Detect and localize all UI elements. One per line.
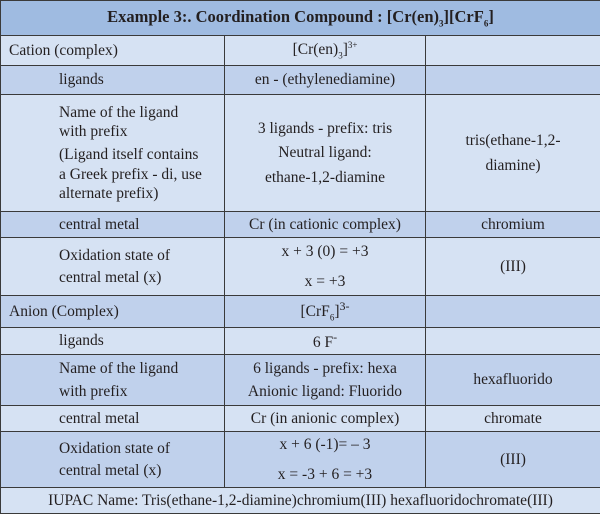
table-title: Example 3:. Coordination Compound : [Cr(… — [1, 1, 600, 36]
text-line: Name of the ligand — [59, 359, 224, 378]
table-row: Oxidation state of central metal (x) x +… — [1, 432, 600, 488]
text-line: with prefix — [59, 382, 224, 401]
oxidation-calc: x + 6 (-1)= – 3 x = -3 + 6 = +3 — [225, 432, 426, 488]
anion-label: Anion (Complex) — [1, 296, 225, 328]
oxidation-label: Oxidation state of central metal (x) — [1, 432, 225, 488]
cell-empty — [426, 296, 600, 328]
table-footer-row: IUPAC Name: Tris(ethane-1,2-diamine)chro… — [1, 488, 600, 514]
text-line: alternate prefix) — [59, 184, 224, 203]
ligands-value: en - (ethylenediamine) — [225, 66, 426, 95]
text-line: x = +3 — [225, 272, 425, 291]
iupac-name: IUPAC Name: Tris(ethane-1,2-diamine)chro… — [1, 488, 600, 514]
text-line: ethane-1,2-diamine — [225, 168, 425, 187]
text-line: 3 ligands - prefix: tris — [225, 119, 425, 138]
ligand-name-detail: 3 ligands - prefix: tris Neutral ligand:… — [225, 95, 426, 212]
cation-label: Cation (complex) — [1, 36, 225, 66]
table-row: Name of the ligand with prefix 6 ligands… — [1, 355, 600, 406]
text-line: x + 6 (-1)= – 3 — [225, 435, 425, 454]
ligand-name-result: hexafluorido — [426, 355, 600, 406]
central-metal-value: Cr (in anionic complex) — [225, 406, 426, 432]
oxidation-calc: x + 3 (0) = +3 x = +3 — [225, 238, 426, 296]
table-row: central metal Cr (in anionic complex) ch… — [1, 406, 600, 432]
table-row: Cation (complex) [Cr(en)3]3+ — [1, 36, 600, 66]
table-row: Oxidation state of central metal (x) x +… — [1, 238, 600, 296]
text-line: tris(ethane-1,2- — [426, 131, 600, 150]
text-line: with prefix — [59, 122, 224, 141]
central-metal-name: chromium — [426, 212, 600, 238]
table-row: Anion (Complex) [CrF6]3- — [1, 296, 600, 328]
text-line: a Greek prefix - di, use — [59, 165, 224, 184]
text-line: x = -3 + 6 = +3 — [225, 465, 425, 484]
ligands-label: ligands — [1, 328, 225, 355]
table-row: ligands 6 F- — [1, 328, 600, 355]
text-line: Anionic ligand: Fluorido — [225, 382, 425, 401]
central-metal-label: central metal — [1, 406, 225, 432]
text-line: central metal (x) — [59, 461, 224, 480]
text-line: diamine) — [426, 156, 600, 175]
table-row: Name of the ligand with prefix (Ligand i… — [1, 95, 600, 212]
central-metal-name: chromate — [426, 406, 600, 432]
oxidation-result: (III) — [426, 238, 600, 296]
ligand-name-detail: 6 ligands - prefix: hexa Anionic ligand:… — [225, 355, 426, 406]
text-line: Oxidation state of — [59, 439, 224, 458]
central-metal-value: Cr (in cationic complex) — [225, 212, 426, 238]
table-row: central metal Cr (in cationic complex) c… — [1, 212, 600, 238]
text-line: central metal (x) — [59, 268, 224, 287]
ligands-label: ligands — [1, 66, 225, 95]
ligand-name-result: tris(ethane-1,2- diamine) — [426, 95, 600, 212]
ligands-value: 6 F- — [225, 328, 426, 355]
anion-formula: [CrF6]3- — [225, 296, 426, 328]
table-header-row: Example 3:. Coordination Compound : [Cr(… — [1, 1, 600, 36]
oxidation-label: Oxidation state of central metal (x) — [1, 238, 225, 296]
text-line: Oxidation state of — [59, 246, 224, 265]
text-line: 6 ligands - prefix: hexa — [225, 359, 425, 378]
table-row: ligands en - (ethylenediamine) — [1, 66, 600, 95]
text-line: Neutral ligand: — [225, 143, 425, 162]
cation-formula: [Cr(en)3]3+ — [225, 36, 426, 66]
text-line: Name of the ligand — [59, 103, 224, 122]
text-line: (Ligand itself contains — [59, 145, 224, 164]
cell-empty — [426, 66, 600, 95]
ligand-name-label: Name of the ligand with prefix — [1, 355, 225, 406]
cell-empty — [426, 36, 600, 66]
oxidation-result: (III) — [426, 432, 600, 488]
text-line: x + 3 (0) = +3 — [225, 242, 425, 261]
cell-empty — [426, 328, 600, 355]
ligand-name-label: Name of the ligand with prefix (Ligand i… — [1, 95, 225, 212]
central-metal-label: central metal — [1, 212, 225, 238]
